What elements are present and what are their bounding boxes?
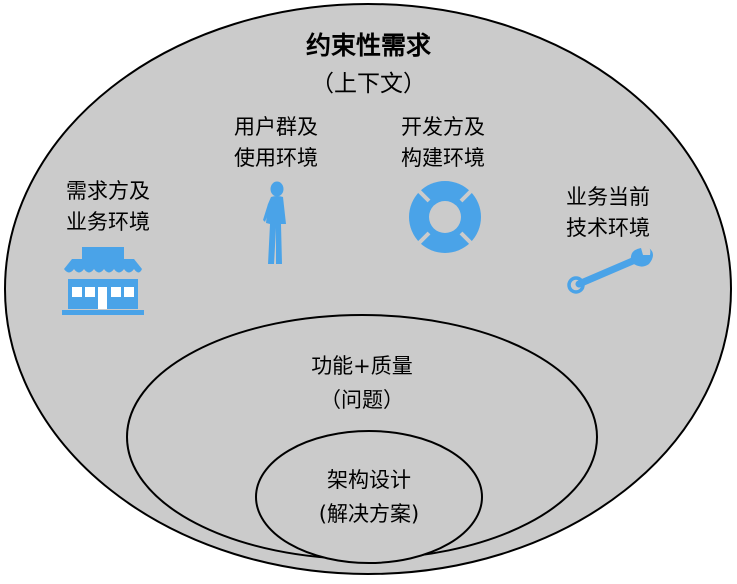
stakeholder-users-label: 用户群及 使用环境 xyxy=(216,112,336,174)
stakeholder-tech-line2: 技术环境 xyxy=(566,216,650,240)
outer-subtitle: （上下文） xyxy=(311,71,426,97)
stakeholder-users-line2: 使用环境 xyxy=(234,146,318,170)
stakeholder-users-line1: 用户群及 xyxy=(234,115,318,139)
storefront-icon xyxy=(62,247,144,315)
lifebuoy-icon xyxy=(409,181,481,253)
stakeholder-developers-line1: 开发方及 xyxy=(401,115,485,139)
middle-line2: （问题） xyxy=(320,388,404,412)
stakeholder-demand-label: 需求方及 业务环境 xyxy=(48,176,168,238)
inner-ellipse xyxy=(255,430,483,564)
stakeholder-tech-label: 业务当前 技术环境 xyxy=(548,182,668,244)
wrench-icon xyxy=(567,248,653,294)
inner-line2: (解决方案) xyxy=(318,502,420,526)
inner-label: 架构设计 (解决方案) xyxy=(269,463,469,531)
stakeholder-demand-line1: 需求方及 xyxy=(66,179,150,203)
stakeholder-developers-label: 开发方及 构建环境 xyxy=(383,112,503,174)
middle-label: 功能+质量 （问题） xyxy=(262,349,462,417)
stakeholder-developers-line2: 构建环境 xyxy=(401,146,485,170)
outer-title: 约束性需求 xyxy=(305,31,431,60)
inner-line1: 架构设计 xyxy=(327,468,411,492)
stakeholder-tech-line1: 业务当前 xyxy=(566,185,650,209)
stakeholder-demand-line2: 业务环境 xyxy=(66,210,150,234)
middle-line1: 功能+质量 xyxy=(311,354,413,378)
person-icon xyxy=(263,181,286,264)
